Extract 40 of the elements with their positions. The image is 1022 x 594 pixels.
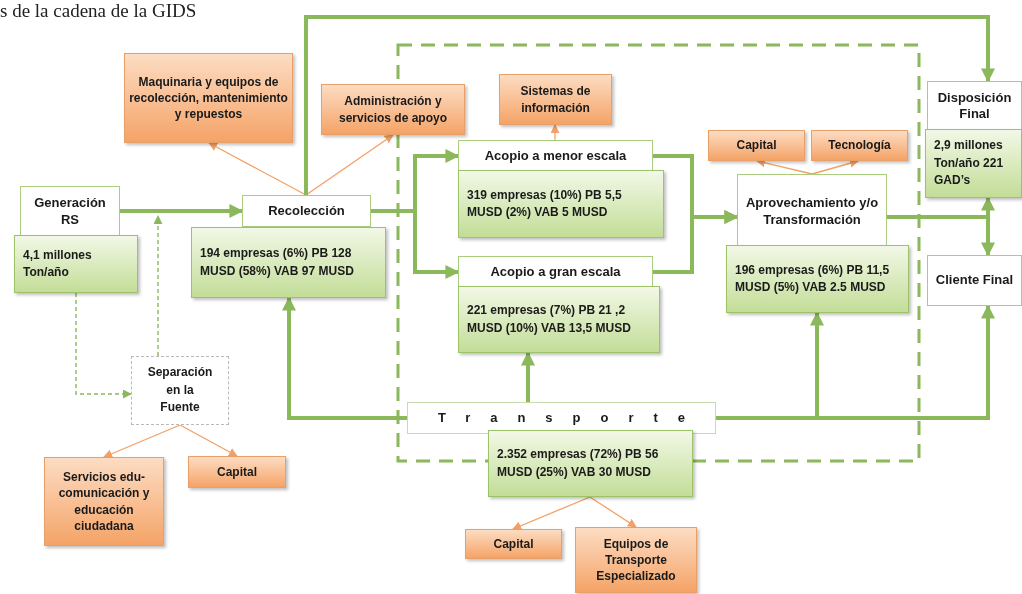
arrow [716,304,995,420]
arrow [75,292,132,399]
arrow [304,15,995,195]
arrow [305,134,394,196]
stage-box: Generación RS [20,186,120,237]
data-box: 196 empresas (6%) PB 11,5 MUSD (5%) VAB 2.5 MUSD [726,245,909,313]
arrow [208,142,307,196]
stage-box: Disposición Final [927,81,1022,131]
data-box: 319 empresas (10%) PB 5,5 MUSD (2%) VAB 5 MUSD [458,170,664,238]
data-box: 221 empresas (7%) PB 21 ,2 MUSD (10%) VAB 13,5 MUSD [458,286,660,353]
arrow [887,215,995,257]
data-box: 194 empresas (6%) PB 128 MUSD (58%) VAB 97 MUSD [191,227,386,298]
data-box: 2.352 empresas (72%) PB 56 MUSD (25%) VAB 30 MUSD [488,430,693,497]
resource-box: Capital [465,529,562,559]
arrow [521,351,535,402]
arrow [512,496,591,531]
resource-box: Capital [188,456,286,488]
stage-box: Transporte [407,402,716,434]
arrow [179,424,238,457]
stage-box: Recolección [242,195,371,227]
stage-box: Acopio a menor escala [458,140,653,172]
arrow [153,215,163,357]
dashed-box: Separación en la Fuente [131,356,229,425]
stage-box: Cliente Final [927,255,1022,306]
stage-box: Acopio a gran escala [458,256,653,288]
resource-box: Administración y servicios de apoyo [321,84,465,135]
arrow [550,124,560,141]
arrow [589,496,637,528]
data-box: 4,1 millones Ton/año [14,235,138,293]
data-box: 2,9 millones Ton/año 221 GAD’s [925,129,1022,198]
diagram-title: s de la cadena de la GIDS [0,0,197,23]
arrow [103,424,181,458]
resource-box: Tecnología [811,130,908,161]
resource-box: Maquinaria y equipos de recolección, mantenimiento y repuestos [124,53,293,143]
resource-box: Servicios edu-comunicación y educación ciudadana [44,457,164,546]
arrow [282,296,407,420]
resource-box: Sistemas de información [499,74,612,125]
resource-box: Equipos de Transporte Especializado [575,527,697,593]
resource-box: Capital [708,130,805,161]
arrow [120,204,244,218]
